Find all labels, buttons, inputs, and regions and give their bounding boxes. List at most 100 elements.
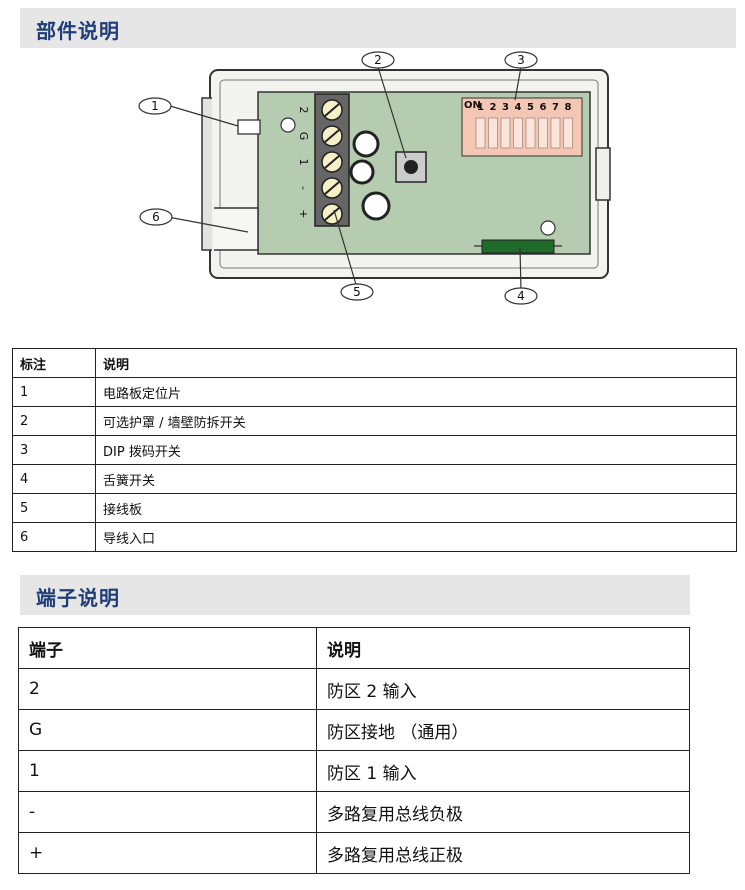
terminal-table-header-row: 端子 说明 [18,627,690,669]
terminal-name-cell: + [18,832,317,874]
dip-lever [500,117,511,149]
dip-switch-number: 8 [565,102,572,113]
part-description-cell: DIP 拨码开关 [95,435,737,465]
part-description-cell: 接线板 [95,493,737,523]
dip-switch-number: 6 [540,102,547,113]
part-label-cell: 5 [12,493,96,523]
dip-lever [563,117,573,149]
terminal-label: - [297,186,310,190]
callout-number: 6 [152,210,160,224]
mounting-hole [540,220,556,236]
dip-lever [513,117,523,149]
terminal-label: 2 [297,107,310,114]
terminal-col-description: 说明 [316,627,690,669]
tamper-switch-button [404,160,418,174]
wire-entry [214,207,259,251]
terminal-name-cell: - [18,791,317,833]
callout-number: 2 [374,53,382,67]
callout-number: 4 [517,289,525,303]
terminals-section-title: 端子说明 [36,586,120,610]
callout-number: 1 [151,99,159,113]
round-component [361,191,391,221]
dip-levers [475,117,573,149]
part-label-cell: 1 [12,377,96,407]
callout-bubble [504,287,538,305]
terminal-label: + [297,209,310,218]
leader-lines [167,66,522,291]
parts-table-header-row: 标注 说明 [12,348,737,378]
terminal-name-cell: G [18,709,317,751]
terminal-table-row: +多路复用总线正极 [18,832,690,874]
terminal-screw-slot [324,129,340,143]
terminal-label: 1 [297,159,310,166]
components-section-title: 部件说明 [36,19,120,43]
dip-lever [538,117,548,149]
callout-number: 5 [353,285,361,299]
dip-on-label: ON [464,100,481,111]
dip-lever [525,117,536,149]
dip-lever [488,117,498,149]
terminal-name-cell: 2 [18,668,317,710]
parts-col-label: 标注 [12,348,96,378]
part-description-cell: 电路板定位片 [95,377,737,407]
part-label-cell: 4 [12,464,96,494]
dip-lever [475,117,486,149]
callout-number: 3 [517,53,525,67]
callout-bubble [138,97,172,115]
dip-switch-number: 7 [552,102,559,113]
terminal-name-cell: 1 [18,750,317,792]
mounting-hole [280,117,296,133]
parts-col-description: 说明 [95,348,737,378]
part-label-cell: 2 [12,406,96,436]
callout-bubble [139,208,173,226]
dip-switch-number: 3 [502,102,509,113]
callout-bubble [361,51,395,69]
terminal-screw-slot [324,155,340,169]
part-description-cell: 舌簧开关 [95,464,737,494]
terminal-description-cell: 多路复用总线负极 [316,791,690,833]
dip-switch-number: 2 [490,102,497,113]
part-label-cell: 3 [12,435,96,465]
part-label-cell: 6 [12,522,96,552]
part-description-cell: 可选护罩 / 墙壁防拆开关 [95,406,737,436]
terminals-section-header: 端子说明 [20,575,690,615]
terminal-label: G [297,132,310,141]
terminal-screw-slot [324,103,340,117]
locating-tab [237,119,261,135]
dip-switch-number: 1 [477,102,484,113]
callout-bubble [340,283,374,301]
part-description-cell: 导线入口 [95,522,737,552]
components-section-header: 部件说明 [20,8,736,48]
round-component [352,130,380,158]
terminal-description-cell: 防区接地 （通用） [316,709,690,751]
terminal-screw-slot [324,207,340,221]
callout-bubble [504,51,538,69]
terminal-table-row: -多路复用总线负极 [18,791,690,833]
terminal-description-cell: 多路复用总线正极 [316,832,690,874]
dip-switch-number: 4 [515,102,522,113]
reed-switch [481,239,555,254]
terminal-screw-slot [324,181,340,195]
wall-plate [201,97,212,251]
terminal-col-terminal: 端子 [18,627,317,669]
round-component [349,159,375,185]
dip-switch-number: 5 [527,102,534,113]
right-latch [595,147,611,201]
terminal-description-cell: 防区 2 输入 [316,668,690,710]
dip-lever [550,117,561,149]
terminal-labels: 2G 1 - + [297,107,310,219]
